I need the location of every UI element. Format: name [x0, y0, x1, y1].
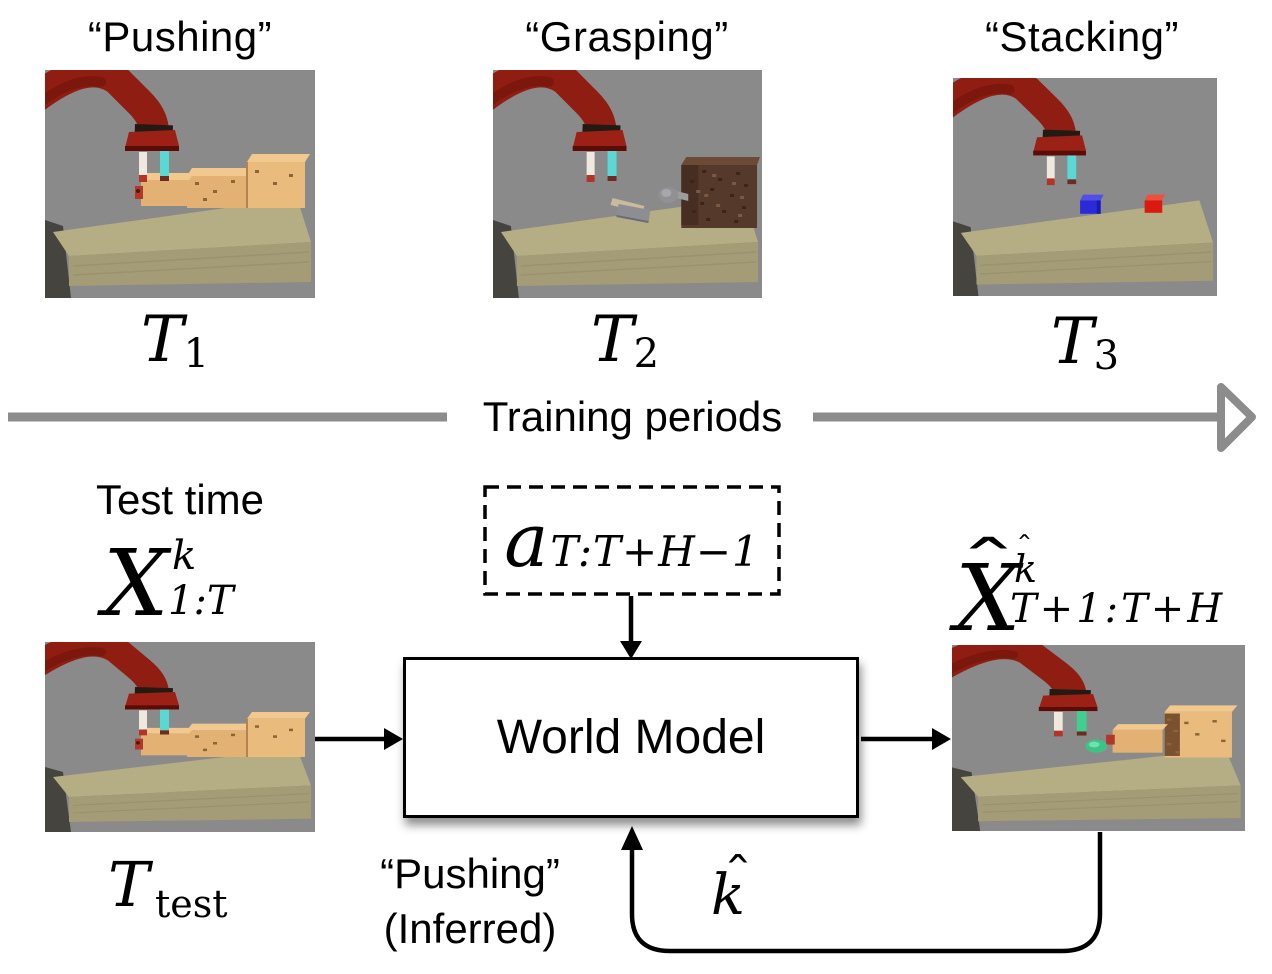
- robot-arm: [952, 645, 1098, 737]
- robot-arm: [953, 78, 1086, 186]
- gripper-finger-left: [1046, 156, 1055, 181]
- arrowhead-right-icon: [384, 728, 403, 750]
- panel-label-stacking: “Stacking”: [984, 13, 1180, 60]
- panel-label-grasping: “Grasping”: [525, 13, 729, 60]
- test-task-sub: test: [155, 882, 228, 926]
- task-sub: 1: [183, 331, 210, 377]
- observation-sub: 1:T: [168, 578, 234, 624]
- action-base: a: [504, 497, 549, 584]
- inferred-line1: “Pushing”: [380, 850, 560, 897]
- green-object: [1085, 739, 1108, 753]
- prediction-base: X: [955, 545, 1021, 652]
- sim-image-stacking: [953, 78, 1217, 296]
- gripper-finger-right: [607, 151, 617, 178]
- gripper-finger-right: [1067, 155, 1077, 182]
- prediction-sup: k: [1014, 547, 1038, 591]
- gripper-base: [125, 692, 179, 707]
- gripper-finger-left: [139, 152, 147, 177]
- task-base: T: [1050, 305, 1094, 379]
- test-task-base: T: [108, 848, 150, 921]
- k-feedback-arrow: [621, 826, 1103, 954]
- task-label-t1: T1: [45, 308, 305, 374]
- sim-image-pushing: [45, 70, 315, 298]
- action-input-arrow: [620, 596, 642, 659]
- gripper-finger-left: [139, 710, 147, 732]
- brown-box: [681, 157, 761, 228]
- sim-scene-stacking: [953, 78, 1217, 296]
- prediction-hat-accent: ˆ: [958, 530, 1019, 604]
- blocks-row: [135, 712, 310, 757]
- task-base: T: [590, 303, 634, 377]
- sim-scene-grasping: [493, 70, 762, 298]
- gripper-base: [1033, 135, 1086, 153]
- inferred-task-label: “Pushing” (Inferred): [320, 847, 620, 956]
- task-base: T: [140, 303, 184, 377]
- nail-object: [658, 187, 689, 203]
- table: [953, 200, 1214, 296]
- task-sub: 2: [633, 331, 660, 377]
- inferred-line2: (Inferred): [383, 904, 557, 952]
- k-hat-base: k: [711, 863, 745, 928]
- gripper-base: [125, 130, 179, 148]
- blocks-row: [1106, 705, 1238, 758]
- gripper-base: [572, 130, 627, 148]
- test-time-heading: Test time: [95, 476, 265, 523]
- prediction-sup-hat-accent: ˆ: [1016, 532, 1033, 562]
- gripper-finger-left: [1054, 711, 1063, 733]
- arrowhead-up-icon: [621, 826, 643, 850]
- hammer-object: [610, 198, 651, 223]
- prediction-output-arrow: [861, 728, 951, 750]
- task-label-t3: T3: [955, 310, 1215, 376]
- gripper-base: [1038, 693, 1098, 709]
- blocks-row: [135, 154, 310, 208]
- observation-input-arrow: [314, 728, 403, 750]
- task-label-t2: T2: [495, 308, 755, 374]
- axis-label: Training periods: [482, 393, 783, 440]
- gripper-finger-right: [160, 709, 169, 732]
- action-label-box: a T:T+H−1: [484, 486, 780, 595]
- blue-cube: [1080, 194, 1104, 214]
- arrowhead-right-icon: [932, 728, 951, 750]
- k-hat-accent: ˆ: [723, 848, 753, 902]
- world-model-box: World Model: [403, 657, 859, 818]
- panel-label-pushing: “Pushing”: [87, 13, 273, 60]
- observation-sup: k: [172, 533, 197, 579]
- robot-arm: [493, 70, 627, 182]
- sim-image-test: [45, 642, 315, 832]
- robot-arm: [45, 70, 179, 182]
- sim-scene-predicted: [952, 645, 1245, 831]
- sim-scene-pushing: [45, 642, 315, 832]
- sim-scene-pushing: [45, 70, 315, 298]
- prediction-sub: T+1:T+H: [1010, 586, 1226, 632]
- table: [45, 748, 311, 832]
- sim-image-prediction: [952, 645, 1245, 831]
- gripper-finger-right: [160, 151, 169, 178]
- red-cube: [1144, 194, 1166, 213]
- axis-open-arrowhead-icon: [1217, 383, 1256, 452]
- observation-base: X: [103, 530, 169, 637]
- task-sub: 3: [1093, 333, 1120, 379]
- gripper-finger-right: [1076, 711, 1087, 734]
- action-sub: T:T+H−1: [550, 526, 760, 576]
- world-model-label: World Model: [496, 711, 766, 764]
- red-object: [1106, 734, 1115, 745]
- table: [952, 749, 1241, 831]
- table: [45, 198, 311, 298]
- gripper-finger-left: [586, 152, 595, 177]
- robot-arm: [45, 642, 179, 736]
- sim-image-grasping: [493, 70, 762, 298]
